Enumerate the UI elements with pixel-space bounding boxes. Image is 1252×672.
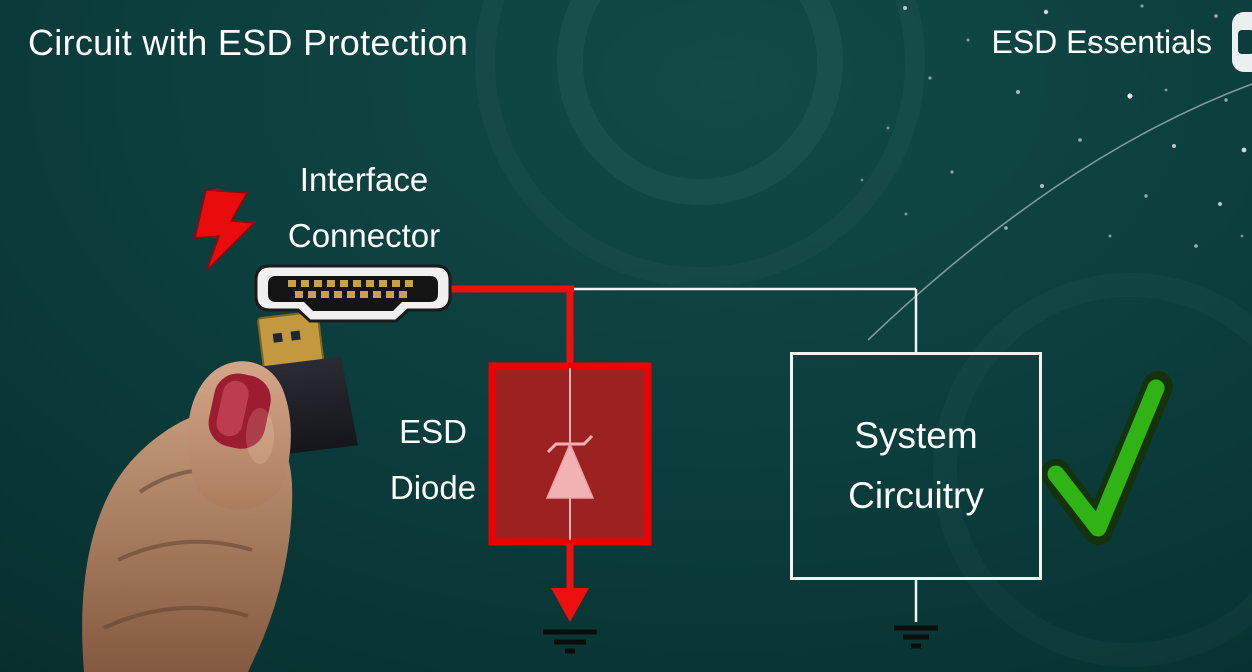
ground-icon xyxy=(894,625,938,649)
arrow-down-icon xyxy=(551,588,589,622)
system-circuitry-box: System Circuitry xyxy=(790,352,1042,580)
hand-photo xyxy=(82,361,293,672)
slide-title: Circuit with ESD Protection xyxy=(28,22,469,63)
brand-logo xyxy=(1232,12,1252,72)
brand-text: ESD Essentials xyxy=(991,24,1212,60)
lightning-icon xyxy=(194,189,256,271)
system-circuitry-label: System Circuitry xyxy=(848,415,984,516)
wires xyxy=(448,285,918,368)
ground-icon xyxy=(543,629,597,654)
check-icon xyxy=(1041,371,1173,545)
interface-connector-label: Interface Connector xyxy=(287,161,441,255)
background-decor xyxy=(557,0,1252,341)
hdmi-connector xyxy=(254,264,452,323)
trajectory-curve xyxy=(867,83,1252,341)
brand-logo-mark xyxy=(1238,30,1252,54)
esd-ground-path xyxy=(543,544,597,654)
esd-diode-box xyxy=(488,362,652,546)
system-ground-path xyxy=(894,580,938,649)
painted-nail xyxy=(208,373,271,449)
esd-diode-label: ESD Diode xyxy=(389,413,477,507)
zener-diode-symbol xyxy=(545,368,595,540)
